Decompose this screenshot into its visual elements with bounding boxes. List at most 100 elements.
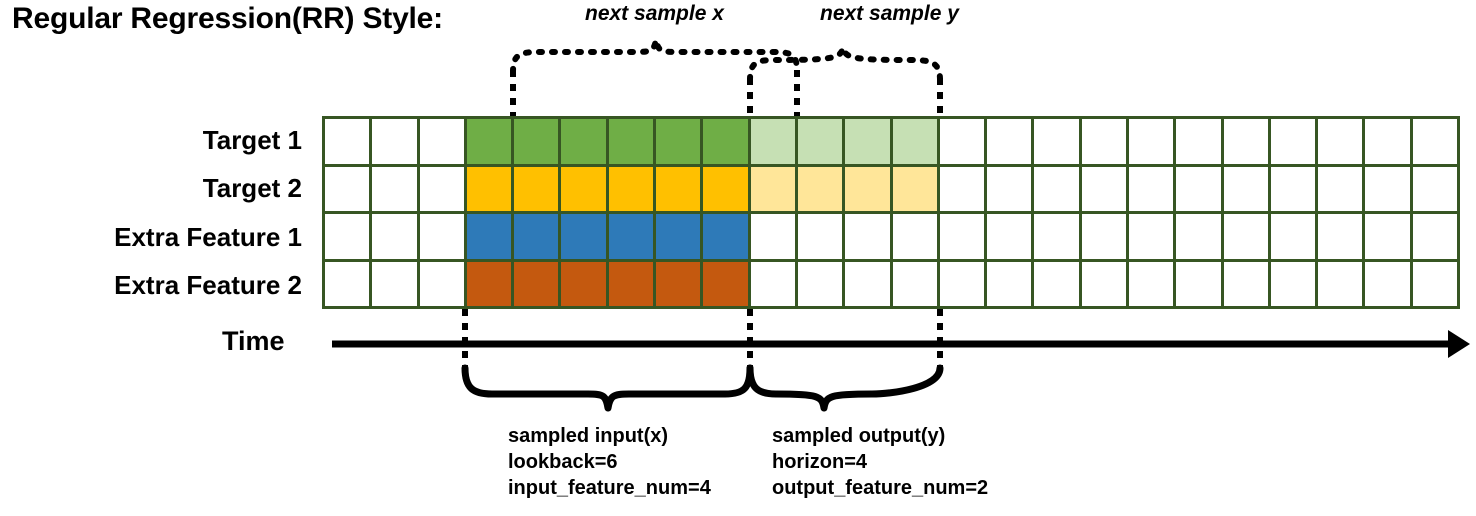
grid-cell-r4-c13-horizon <box>892 261 937 306</box>
grid-cell-r3-c16-blank <box>1034 214 1079 259</box>
next-sample-x-brace <box>510 39 800 75</box>
top-guide-lines <box>510 70 943 116</box>
grid-cell-r4-c22-blank <box>1318 261 1363 306</box>
row-label-target-1: Target 1 <box>202 125 302 155</box>
grid-cell-r4-c11-horizon <box>797 261 843 306</box>
grid-cell-r3-c15-blank <box>987 214 1032 259</box>
grid-cell-r3-c2-blank <box>372 214 417 259</box>
sampled-input-caption: sampled input(x) lookback=6 input_featur… <box>508 423 711 501</box>
grid-cell-r3-c14-blank <box>939 214 985 259</box>
grid-cell-r3-c9-lookback <box>703 214 748 259</box>
grid-cell-r2-c1-blank <box>325 166 370 211</box>
grid-cell-r1-c20-blank <box>1223 119 1268 164</box>
grid-cell-r2-c2-blank <box>372 166 417 211</box>
grid-cell-r4-c21-blank <box>1270 261 1316 306</box>
grid-cell-r2-c16-blank <box>1034 166 1079 211</box>
grid-cell-r2-c11-horizon <box>797 166 843 211</box>
grid-cell-r1-c23-blank <box>1365 119 1410 164</box>
grid-cell-r2-c24-blank <box>1412 166 1457 211</box>
grid-cell-r2-c3-blank <box>419 166 464 211</box>
sampled-input-line-3: input_feature_num=4 <box>508 477 711 499</box>
grid-cell-r4-c8-lookback <box>656 261 701 306</box>
sampled-input-line-1: sampled input(x) <box>508 425 669 447</box>
grid-cell-r2-c10-horizon <box>750 166 795 211</box>
grid-cell-r4-c23-blank <box>1365 261 1410 306</box>
grid-cell-r1-c3-blank <box>419 119 464 164</box>
grid-cell-r4-c2-blank <box>372 261 417 306</box>
sampled-output-brace <box>746 364 944 412</box>
grid-cell-r4-c6-lookback <box>561 261 606 306</box>
grid-cell-r4-c9-lookback <box>703 261 748 306</box>
grid-cell-r3-c18-blank <box>1128 214 1174 259</box>
grid-cell-r3-c7-lookback <box>608 214 654 259</box>
sampled-output-line-2: horizon=4 <box>772 451 868 473</box>
time-axis-label: Time <box>222 326 285 356</box>
grid-cell-r3-c23-blank <box>1365 214 1410 259</box>
grid-cell-r2-c8-lookback <box>656 166 701 211</box>
page-title: Regular Regression(RR) Style: <box>12 2 443 35</box>
grid-cell-r3-c24-blank <box>1412 214 1457 259</box>
next-sample-y-label: next sample y <box>820 2 959 25</box>
grid-cell-r4-c16-blank <box>1034 261 1079 306</box>
grid-cell-r2-c23-blank <box>1365 166 1410 211</box>
sampled-output-line-1: sampled output(y) <box>772 425 946 447</box>
grid-cell-r4-c1-blank <box>325 261 370 306</box>
grid-cell-r1-c10-horizon <box>750 119 795 164</box>
sampled-input-line-2: lookback=6 <box>508 451 618 473</box>
grid-cell-r2-c6-lookback <box>561 166 606 211</box>
grid-cell-r3-c8-lookback <box>656 214 701 259</box>
grid-cell-r1-c9-lookback <box>703 119 748 164</box>
grid-cell-r2-c4-lookback <box>466 166 512 211</box>
grid-cell-r1-c24-blank <box>1412 119 1457 164</box>
timeline-grid <box>322 116 1460 309</box>
grid-cell-r4-c5-lookback <box>514 261 559 306</box>
grid-cell-r4-c20-blank <box>1223 261 1268 306</box>
grid-cell-r2-c7-lookback <box>608 166 654 211</box>
sampled-input-brace <box>461 364 754 412</box>
grid-cell-r2-c5-lookback <box>514 166 559 211</box>
grid-cell-r1-c6-lookback <box>561 119 606 164</box>
grid-cell-r3-c4-lookback <box>466 214 512 259</box>
bottom-guide-lines <box>462 309 943 368</box>
grid-cell-r4-c3-blank <box>419 261 464 306</box>
grid-cell-r2-c19-blank <box>1176 166 1221 211</box>
grid-cell-r4-c18-blank <box>1128 261 1174 306</box>
grid-cell-r2-c18-blank <box>1128 166 1174 211</box>
grid-cell-r2-c15-blank <box>987 166 1032 211</box>
grid-cell-r4-c15-blank <box>987 261 1032 306</box>
next-sample-x-label: next sample x <box>585 2 724 25</box>
sampled-output-line-3: output_feature_num=2 <box>772 477 989 499</box>
grid-cell-r3-c5-lookback <box>514 214 559 259</box>
grid-cell-r3-c13-horizon <box>892 214 937 259</box>
grid-cell-r4-c10-horizon <box>750 261 795 306</box>
grid-cell-r1-c11-horizon <box>797 119 843 164</box>
grid-cell-r2-c12-horizon <box>845 166 890 211</box>
grid-cell-r1-c19-blank <box>1176 119 1221 164</box>
grid-cell-r3-c20-blank <box>1223 214 1268 259</box>
grid-cell-r2-c22-blank <box>1318 166 1363 211</box>
grid-cell-r4-c24-blank <box>1412 261 1457 306</box>
grid-cell-r3-c17-blank <box>1081 214 1126 259</box>
grid-cell-r3-c11-horizon <box>797 214 843 259</box>
grid-cell-r2-c21-blank <box>1270 166 1316 211</box>
time-axis-arrowhead <box>1448 330 1470 358</box>
grid-cell-r1-c2-blank <box>372 119 417 164</box>
grid-cell-r1-c1-blank <box>325 119 370 164</box>
grid-cell-r3-c1-blank <box>325 214 370 259</box>
row-label-extra-feature-2: Extra Feature 2 <box>114 269 302 300</box>
row-label-target-2: Target 2 <box>202 173 302 204</box>
grid-cell-r1-c13-horizon <box>892 119 937 164</box>
grid-cell-r3-c6-lookback <box>561 214 606 259</box>
grid-cell-r4-c4-lookback <box>466 261 512 306</box>
grid-cell-r2-c13-horizon <box>892 166 937 211</box>
grid-cell-r1-c8-lookback <box>656 119 701 164</box>
grid-cell-r4-c14-blank <box>939 261 985 306</box>
grid-cell-r2-c20-blank <box>1223 166 1268 211</box>
grid-cell-r3-c12-horizon <box>845 214 890 259</box>
grid-cell-r4-c7-lookback <box>608 261 654 306</box>
grid-cell-r1-c15-blank <box>987 119 1032 164</box>
grid-cell-r2-c17-blank <box>1081 166 1126 211</box>
grid-cell-r1-c5-lookback <box>514 119 559 164</box>
grid-cell-r2-c9-lookback <box>703 166 748 211</box>
grid-cell-r1-c22-blank <box>1318 119 1363 164</box>
